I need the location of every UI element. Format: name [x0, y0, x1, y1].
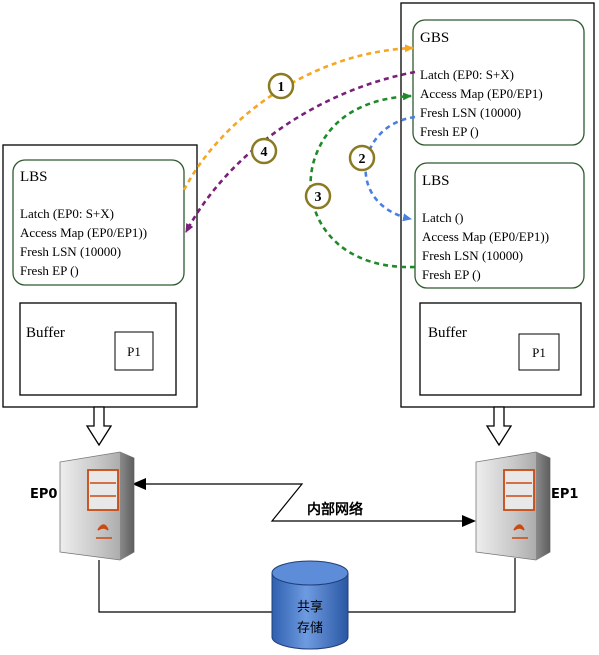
storage-link-line-right: [348, 558, 516, 613]
step-1-circle: [267, 72, 295, 100]
arrow-step-4: [184, 70, 416, 233]
step-3-circle: [304, 182, 332, 210]
right-node: GBS Latch (EP0: S+X) Access Map (EP0/EP1…: [400, 2, 595, 408]
left-lbs-title: LBS: [20, 169, 48, 185]
right-lbs-line-latch: Latch (): [422, 210, 464, 225]
flow-arrows: [182, 44, 416, 269]
right-lbs-line-fresh-lsn: Fresh LSN (10000): [422, 248, 523, 263]
server-ep0-icon: [59, 451, 135, 561]
gbs-line-fresh-ep: Fresh EP (): [420, 124, 479, 139]
gbs-line-fresh-lsn: Fresh LSN (10000): [420, 105, 521, 120]
right-lbs-line-fresh-ep: Fresh EP (): [422, 267, 481, 282]
down-arrow-left: [85, 406, 113, 447]
step-marker-2: 2: [348, 144, 376, 172]
step-marker-4: 4: [250, 137, 278, 165]
step-4-circle: [250, 137, 278, 165]
down-arrow-right: [485, 406, 513, 447]
left-lbs-line-fresh-ep: Fresh EP (): [20, 263, 79, 278]
server-ep1-label: EP1: [551, 487, 578, 502]
gbs-title: GBS: [420, 30, 449, 46]
gbs-box: [412, 19, 585, 146]
network-link: [137, 483, 471, 522]
network-arrowhead-ep0: [132, 478, 146, 490]
left-node: LBS Latch (EP0: S+X) Access Map (EP0/EP1…: [2, 144, 198, 408]
storage-link-line: [98, 560, 272, 613]
left-buffer-title: Buffer: [26, 325, 65, 341]
step-marker-1: 1: [267, 72, 295, 100]
step-3-label: 3: [315, 190, 322, 205]
right-lbs-line-access-map: Access Map (EP0/EP1)): [422, 229, 549, 244]
right-lbs-title: LBS: [422, 173, 450, 189]
server-ep1-icon: [475, 451, 551, 561]
left-lbs-line-fresh-lsn: Fresh LSN (10000): [20, 244, 121, 259]
left-lbs-line-latch: Latch (EP0: S+X): [20, 206, 114, 221]
server-ep0-label: EP0: [30, 487, 57, 502]
left-lbs-box: [12, 159, 185, 286]
step-4-label: 4: [261, 145, 268, 160]
shared-storage-icon: [271, 560, 349, 650]
storage-label-line-1: 共享: [297, 599, 323, 615]
left-lbs-line-access-map: Access Map (EP0/EP1)): [20, 225, 147, 240]
right-lbs-box: [414, 162, 585, 289]
network-arrowhead-ep1: [462, 515, 476, 527]
gbs-line-access-map: Access Map (EP0/EP1): [420, 86, 543, 101]
right-buffer-page-label: P1: [532, 345, 546, 360]
right-buffer-title: Buffer: [428, 325, 467, 341]
step-1-label: 1: [278, 80, 285, 95]
step-2-circle: [348, 144, 376, 172]
storage-label-line-2: 存储: [297, 621, 323, 636]
step-marker-3: 3: [304, 182, 332, 210]
arrow-step-1: [182, 44, 414, 191]
arrow-step-3: [309, 92, 416, 269]
gbs-line-latch: Latch (EP0: S+X): [420, 67, 514, 82]
left-buffer-page-label: P1: [127, 344, 141, 359]
step-2-label: 2: [359, 152, 366, 167]
right-buffer-page: [518, 333, 560, 371]
network-label: 内部网络: [307, 501, 363, 518]
left-buffer-page: [114, 331, 154, 371]
